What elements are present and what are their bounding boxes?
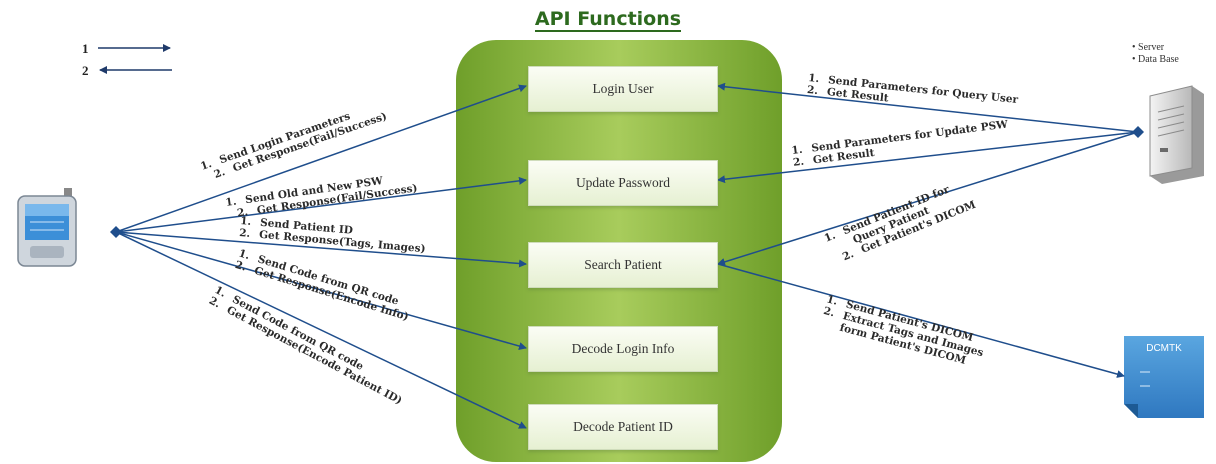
svg-text:1.: 1. <box>823 230 838 245</box>
server-legend-item: • Data Base <box>1132 54 1179 65</box>
svg-text:1.: 1. <box>791 144 803 157</box>
svg-text:Get Response(Encode Patient ID: Get Response(Encode Patient ID) <box>225 304 404 407</box>
svg-text:1.: 1. <box>808 72 820 85</box>
label-login-left: 1. Send Login Parameters 2. Get Response… <box>199 110 388 181</box>
arrow-to-search-patient <box>115 231 527 268</box>
svg-text:2.: 2. <box>822 305 836 319</box>
arrow-to-decode-login-info <box>115 231 527 350</box>
function-decode-login-info: Decode Login Info <box>528 326 718 372</box>
label-update-left: 1. Send Old and New PSW 2. Get Response(… <box>225 175 418 219</box>
diagram-title: API Functions <box>534 8 682 32</box>
function-login-user: Login User <box>528 66 718 112</box>
svg-text:1.: 1. <box>825 293 839 307</box>
arrow-server-to-update-password <box>717 131 1139 184</box>
svg-text:1.: 1. <box>237 247 251 262</box>
label-update-psw-right: 1. Send Parameters for Update PSW 2. Get… <box>791 118 1009 169</box>
svg-text:2.: 2. <box>212 166 226 181</box>
server-legend: • Server • Data Base <box>1132 42 1179 66</box>
svg-text:2.: 2. <box>234 259 248 274</box>
server-legend-item: • Server <box>1132 42 1165 53</box>
svg-text:2.: 2. <box>236 206 249 219</box>
svg-text:1.: 1. <box>213 284 228 300</box>
svg-text:Send Code from QR code: Send Code from QR code <box>230 293 365 373</box>
svg-text:2.: 2. <box>841 248 856 263</box>
arrow-server-to-login-user <box>717 82 1139 133</box>
svg-text:Send Parameters for Update PS: Send Parameters for Update PSW <box>811 118 1009 154</box>
arrow-to-login-user <box>115 84 527 233</box>
svg-text:1.: 1. <box>199 158 213 173</box>
label-dicom-right: 1. Send Patient's DICOM 2. Extract Tags … <box>822 293 985 367</box>
mobile-phone-icon <box>17 188 77 267</box>
function-update-password: Update Password <box>528 160 718 206</box>
function-decode-patient-id: Decode Patient ID <box>528 404 718 450</box>
arrow-server-to-search-patient <box>717 131 1139 266</box>
arrow-to-decode-patient-id <box>115 231 527 429</box>
label-query-user-right: 1. Send Parameters for Query User 2. Get… <box>806 72 1019 106</box>
svg-text:2.: 2. <box>207 295 222 311</box>
svg-text:1.: 1. <box>225 196 238 209</box>
arrow-search-to-dcmtk <box>717 263 1125 378</box>
arrow-to-update-password <box>115 176 527 233</box>
svg-text:2.: 2. <box>239 227 251 240</box>
legend-number-2: 2 <box>82 63 89 78</box>
function-search-patient: Search Patient <box>528 242 718 288</box>
svg-text:2.: 2. <box>806 84 818 97</box>
dcmtk-document-icon <box>1124 336 1204 418</box>
dcmtk-label: DCMTK <box>1146 343 1182 354</box>
svg-text:1.: 1. <box>240 215 252 228</box>
svg-text:2.: 2. <box>792 156 804 169</box>
legend-number-1: 1 <box>82 41 89 56</box>
server-tower-icon <box>1149 85 1204 184</box>
